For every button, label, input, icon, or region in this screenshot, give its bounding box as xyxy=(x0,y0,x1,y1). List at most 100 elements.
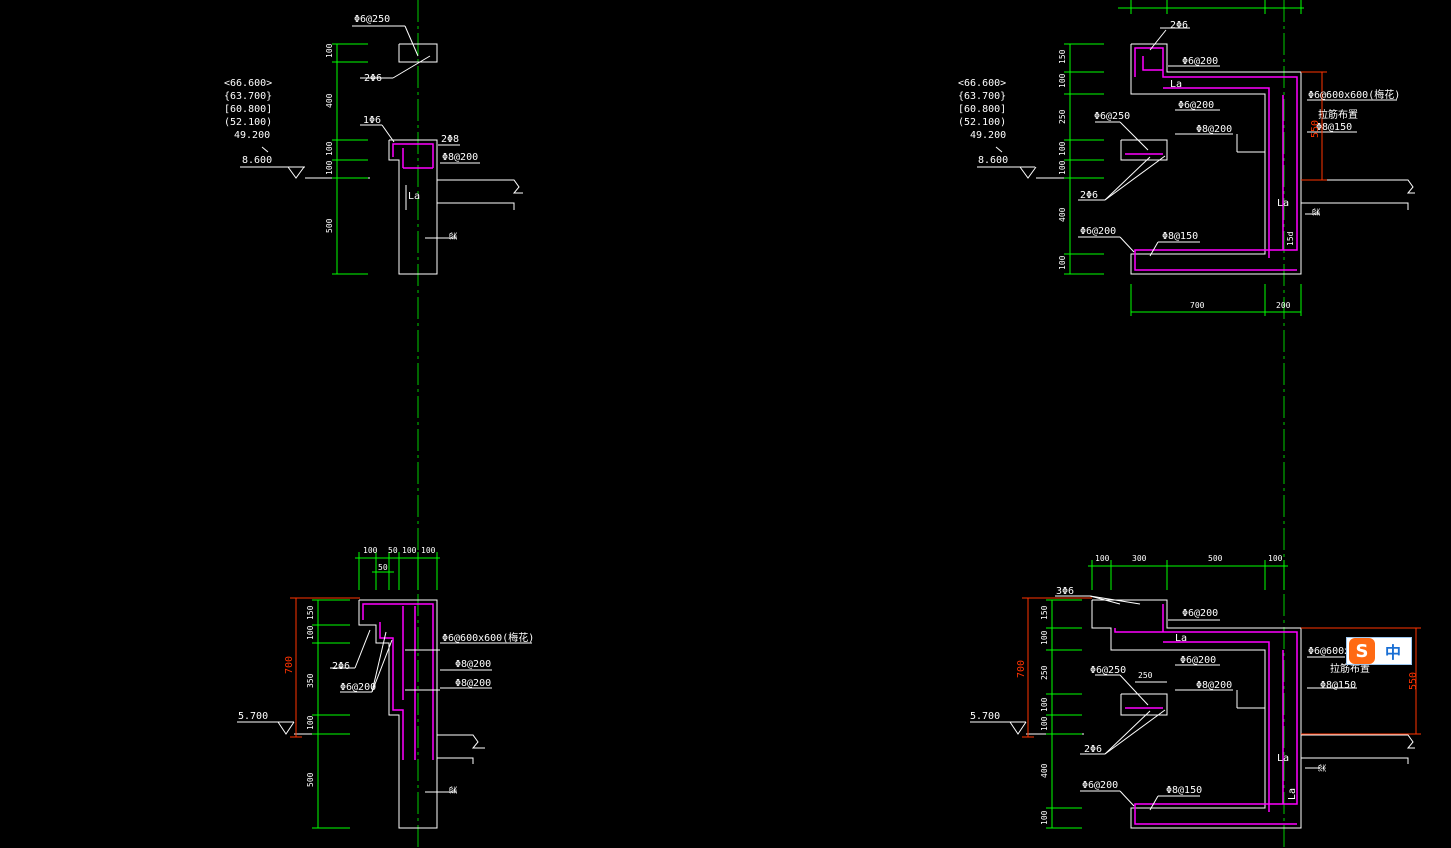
label-anchor: La xyxy=(408,191,420,202)
elev-2: {63.700} xyxy=(224,91,272,102)
label-r6: Φ8@200 xyxy=(1196,680,1232,691)
label-r3: Φ6@200 xyxy=(1178,100,1214,111)
elevation-triangle xyxy=(287,166,305,179)
dim-v-4: 100 xyxy=(1040,697,1049,712)
label-r1: Φ6@200 xyxy=(1182,56,1218,67)
label-beam-tag: 梁 xyxy=(449,232,458,240)
label-r1: Φ6@200 xyxy=(1182,608,1218,619)
label-r9: Φ8@150 xyxy=(1162,231,1198,242)
elev-4: (52.100) xyxy=(224,117,272,128)
dim-v-3: 100 xyxy=(325,141,334,156)
rebar-inner xyxy=(379,622,404,760)
slab-break xyxy=(1301,179,1415,194)
label-anchor-top: La xyxy=(1175,633,1187,644)
label-r5: Φ8@200 xyxy=(455,678,491,689)
dim-v-2: 100 xyxy=(306,625,315,640)
dim-v-6: 400 xyxy=(1058,207,1067,222)
dim-v-2: 400 xyxy=(325,93,334,108)
detail-4: 100 300 500 100 3Φ6 Φ6@200 La Φ6@600x 拉筋… xyxy=(970,554,1421,829)
dim-v-5: 500 xyxy=(325,218,334,233)
label-r8: Φ6@200 xyxy=(1080,226,1116,237)
elev-6: 8.600 xyxy=(978,155,1008,166)
elev-1: <66.600> xyxy=(958,78,1006,89)
dim-v-4: 100 xyxy=(306,715,315,730)
dim-v-6: 400 xyxy=(1040,763,1049,778)
dim-h-3: 100 xyxy=(402,546,417,555)
section-outline xyxy=(1091,599,1302,829)
sogou-logo-icon[interactable]: S xyxy=(1349,638,1375,664)
elev-3: [60.800] xyxy=(224,104,272,115)
label-r9: Φ8@150 xyxy=(1166,785,1202,796)
label-r4: Φ6@200 xyxy=(340,682,376,693)
wall-outline xyxy=(388,139,438,275)
dim-v-5: 500 xyxy=(306,772,315,787)
rebar-top-hook xyxy=(392,143,434,168)
rebar-top-inner xyxy=(1142,56,1163,71)
label-r5: Φ8@200 xyxy=(1196,124,1232,135)
dim-v-2: 100 xyxy=(1040,630,1049,645)
dim-red-left: 700 xyxy=(1016,660,1027,678)
dim-v-4: 100 xyxy=(325,160,334,175)
dim-red: 550 xyxy=(1310,120,1321,138)
label-bar-right: 2Φ8 xyxy=(441,134,459,145)
dim-v-3: 350 xyxy=(306,673,315,688)
label-beam-tag: 梁 xyxy=(1318,764,1327,772)
label-beam-tag: 梁 xyxy=(1312,208,1321,216)
dim-h-1: 700 xyxy=(1190,301,1205,310)
label-r2b: 拉筋布置 xyxy=(1330,662,1370,675)
label-r8: Φ6@200 xyxy=(1082,780,1118,791)
label-anchor-mid: La xyxy=(1277,753,1289,764)
dim-v-4: 100 xyxy=(1058,141,1067,156)
ime-toolbar[interactable]: S 中 xyxy=(1346,637,1412,665)
label-15d: 15d xyxy=(1286,231,1295,246)
ime-mode-toggle[interactable]: 中 xyxy=(1385,643,1402,662)
label-anchor-bot: La xyxy=(1277,198,1289,209)
slab-break-top xyxy=(437,179,523,194)
bracket-outline xyxy=(1120,139,1168,161)
dim-h-2: 300 xyxy=(1132,554,1147,563)
label-bar-left: 1Φ6 xyxy=(363,115,381,126)
leader xyxy=(404,25,419,57)
dim-v-1: 100 xyxy=(325,43,334,58)
elev: 5.700 xyxy=(970,711,1000,722)
label-r2b: 拉筋布置 xyxy=(1318,108,1358,121)
leader xyxy=(392,55,431,79)
label-dim-250: 250 xyxy=(1138,671,1153,680)
dim-h-1: 100 xyxy=(1095,554,1110,563)
dim-v-1: 150 xyxy=(1040,605,1049,620)
label-beam-tag: 梁 xyxy=(449,786,458,794)
rebar-outer xyxy=(1114,604,1298,825)
dim-v-2: 100 xyxy=(1058,73,1067,88)
dim-v-7: 100 xyxy=(1058,255,1067,270)
label-r3: Φ6@200 xyxy=(1180,655,1216,666)
label-stirrup: Φ8@200 xyxy=(442,152,478,163)
slab-bottom xyxy=(437,202,515,210)
label-r1: Φ6@600x600(梅花) xyxy=(442,631,534,644)
detail-1: Φ6@250 2Φ6 <66.600> {63.700} [60.800] (5… xyxy=(224,0,523,848)
label-r7: 2Φ6 xyxy=(1080,190,1098,201)
leader xyxy=(261,146,269,153)
dim-v-5: 100 xyxy=(1058,160,1067,175)
leader xyxy=(381,124,395,143)
slab-bottom xyxy=(1301,757,1409,764)
label-r4: Φ6@250 xyxy=(1090,665,1126,676)
label-r2: Φ6@600x xyxy=(1308,646,1350,657)
slab-break xyxy=(437,734,485,749)
dim-h-4: 100 xyxy=(1268,554,1283,563)
slab-bottom xyxy=(437,757,474,764)
rebar-inner xyxy=(1163,87,1270,258)
label-r2: 2Φ6 xyxy=(332,661,350,672)
elev-6: 8.600 xyxy=(242,155,272,166)
dim-h-2: 200 xyxy=(1276,301,1291,310)
label-r5: Φ8@150 xyxy=(1320,680,1356,691)
dim-v-3: 250 xyxy=(1058,109,1067,124)
detail-3: 100 50 100 100 50 Φ6@600x600(梅花) 2Φ6 Φ8@… xyxy=(237,546,534,829)
elev-1: <66.600> xyxy=(224,78,272,89)
label-anchor-top: La xyxy=(1170,79,1182,90)
dim-h-3: 500 xyxy=(1208,554,1223,563)
section-outline xyxy=(1130,43,1302,275)
dim-h-5: 50 xyxy=(378,563,388,572)
label-rebar-top: Φ6@250 xyxy=(354,14,390,25)
dim-red: 700 xyxy=(284,656,295,674)
